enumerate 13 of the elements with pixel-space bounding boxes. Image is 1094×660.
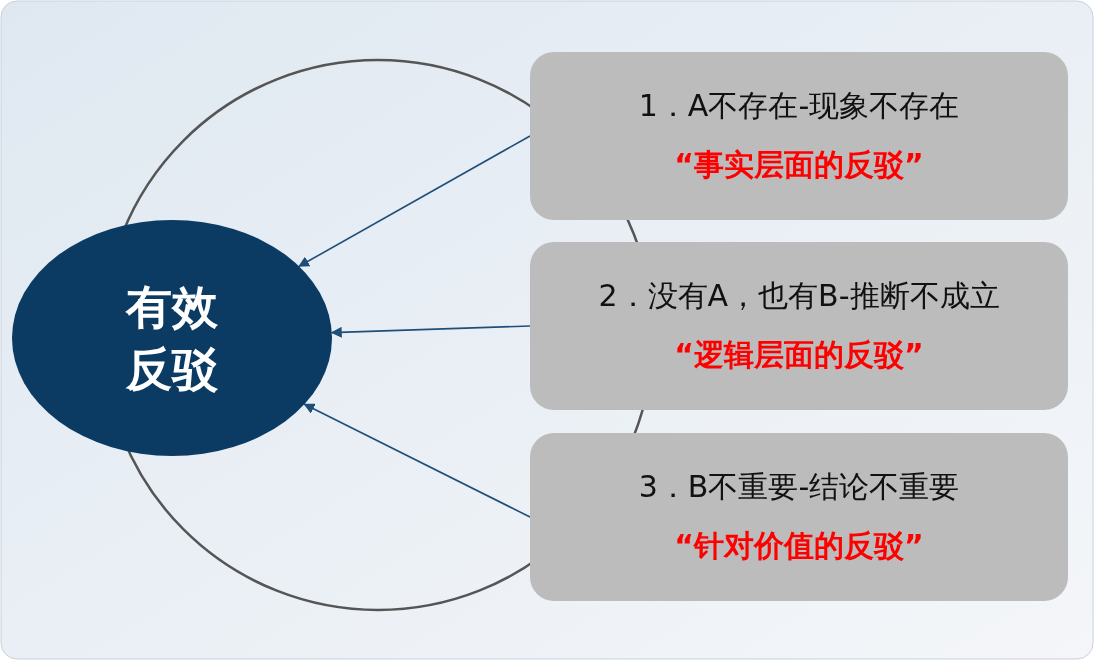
category-text: “针对价值的反驳” (674, 527, 924, 565)
arrow (303, 403, 531, 518)
point-box (530, 242, 1068, 410)
arrow (298, 135, 531, 268)
point-text: 3．B不重要-结论不重要 (638, 468, 960, 506)
point-text: 1．A不存在-现象不存在 (638, 87, 960, 125)
arrow (330, 325, 531, 338)
point-box (530, 433, 1068, 601)
category-text: “逻辑层面的反驳” (674, 336, 924, 374)
topic-text: 有效反驳 (124, 279, 219, 398)
point-text: 2．没有A，也有B-推断不成立 (598, 277, 1000, 315)
category-text: “事实层面的反驳” (674, 146, 924, 184)
point-box (530, 52, 1068, 220)
